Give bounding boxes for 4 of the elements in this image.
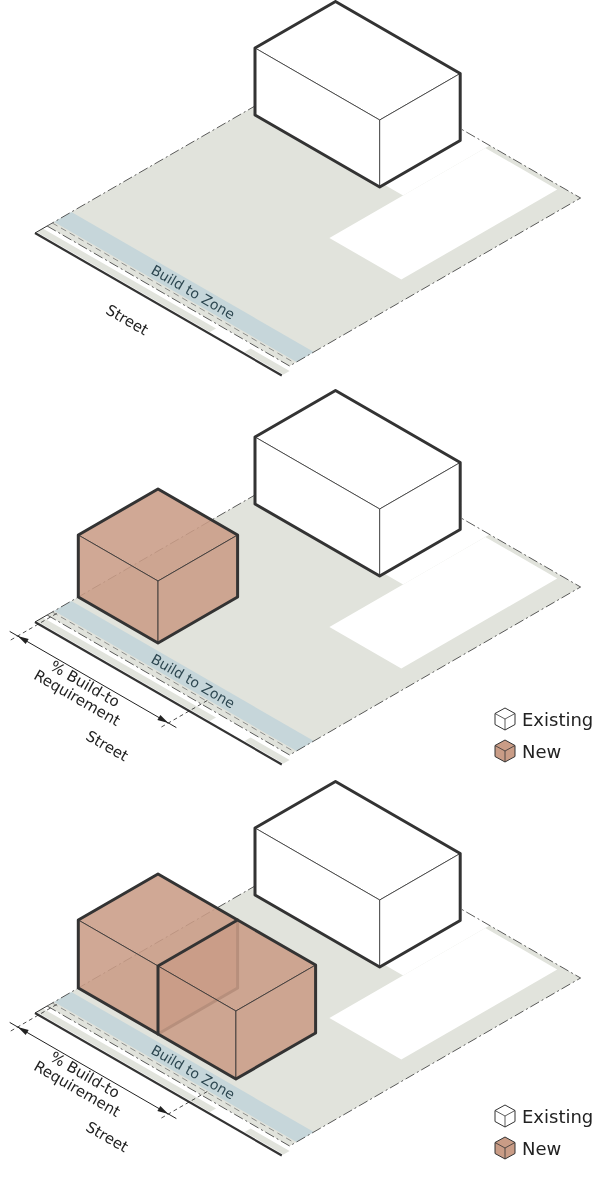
legend-label: New [522,1137,562,1159]
legend-label: Existing [522,1105,594,1127]
legend-label: New [522,740,562,762]
legend-label: Existing [522,708,594,730]
